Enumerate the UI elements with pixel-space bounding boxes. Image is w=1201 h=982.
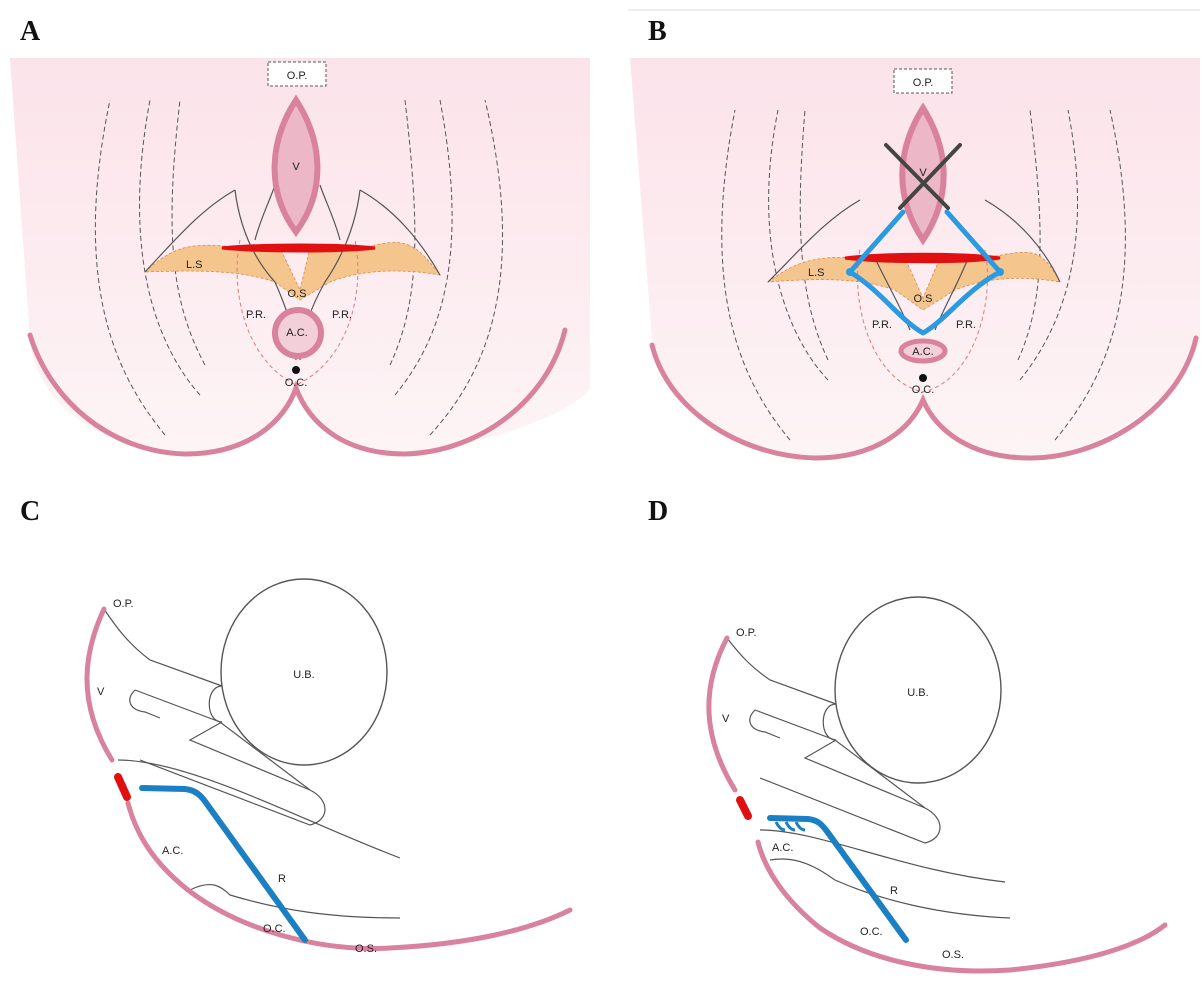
label-ub: U.B. — [907, 687, 928, 699]
label-ac: A.C. — [286, 327, 307, 339]
label-oc: O.C. — [285, 377, 308, 389]
label-ls: L.S — [186, 259, 203, 271]
label-pr-right: P.R. — [332, 309, 352, 321]
label-v: V — [722, 713, 730, 725]
bladder-neck — [209, 686, 222, 722]
label-r: R — [278, 873, 286, 885]
mesh-anchor — [996, 268, 1004, 276]
rectal-wall — [760, 830, 1005, 882]
label-oc: O.C. — [860, 926, 883, 938]
label-ac: A.C. — [772, 842, 793, 854]
mesh-barbs — [776, 822, 805, 830]
incision — [740, 800, 748, 816]
label-pr-right: P.R. — [956, 319, 976, 331]
panel-letter-b: B — [648, 16, 667, 47]
coccyx-point — [919, 374, 927, 382]
bladder-neck — [823, 704, 836, 740]
label-oc: O.C. — [912, 384, 935, 396]
label-v: V — [292, 161, 300, 173]
panel-d: D O.P. V U.B. A.C. R O.C. O.S. — [648, 496, 1165, 971]
panel-letter-a: A — [20, 16, 41, 47]
label-ac: A.C. — [912, 346, 933, 358]
label-op: O.P. — [113, 598, 134, 610]
label-op: O.P. — [736, 627, 757, 639]
label-v: V — [97, 686, 105, 698]
label-pr-left: P.R. — [246, 309, 266, 321]
mesh-anchor — [846, 268, 854, 276]
panel-a: A O.P. V L.S O.S P.R — [10, 16, 590, 454]
coccyx-point — [292, 366, 300, 374]
panel-letter-d: D — [648, 496, 668, 527]
label-ub: U.B. — [293, 669, 314, 681]
label-op: O.P. — [287, 70, 308, 82]
label-pr-left: P.R. — [872, 319, 892, 331]
incision — [222, 245, 375, 251]
label-ls: L.S — [808, 267, 825, 279]
label-os: O.S. — [355, 943, 377, 955]
label-op: O.P. — [913, 77, 934, 89]
skin-line — [128, 803, 570, 948]
mesh-implant — [770, 818, 906, 940]
incision — [118, 777, 127, 797]
label-os: O.S — [914, 293, 933, 305]
panel-b: B O.P. V L.S O.S P.R. — [628, 10, 1200, 458]
label-os: O.S — [288, 288, 307, 300]
mesh-implant — [142, 788, 305, 940]
incision — [845, 254, 1000, 262]
panel-letter-c: C — [20, 496, 40, 527]
panel-c: C O.P. V U.B. A.C. R O.C. O.S. — [20, 496, 570, 955]
label-v: V — [919, 167, 927, 179]
label-r: R — [890, 885, 898, 897]
rectal-wall — [118, 760, 400, 858]
label-oc: O.C. — [263, 923, 286, 935]
label-os: O.S. — [942, 949, 964, 961]
skin-line — [87, 609, 112, 760]
label-ac: A.C. — [162, 845, 183, 857]
